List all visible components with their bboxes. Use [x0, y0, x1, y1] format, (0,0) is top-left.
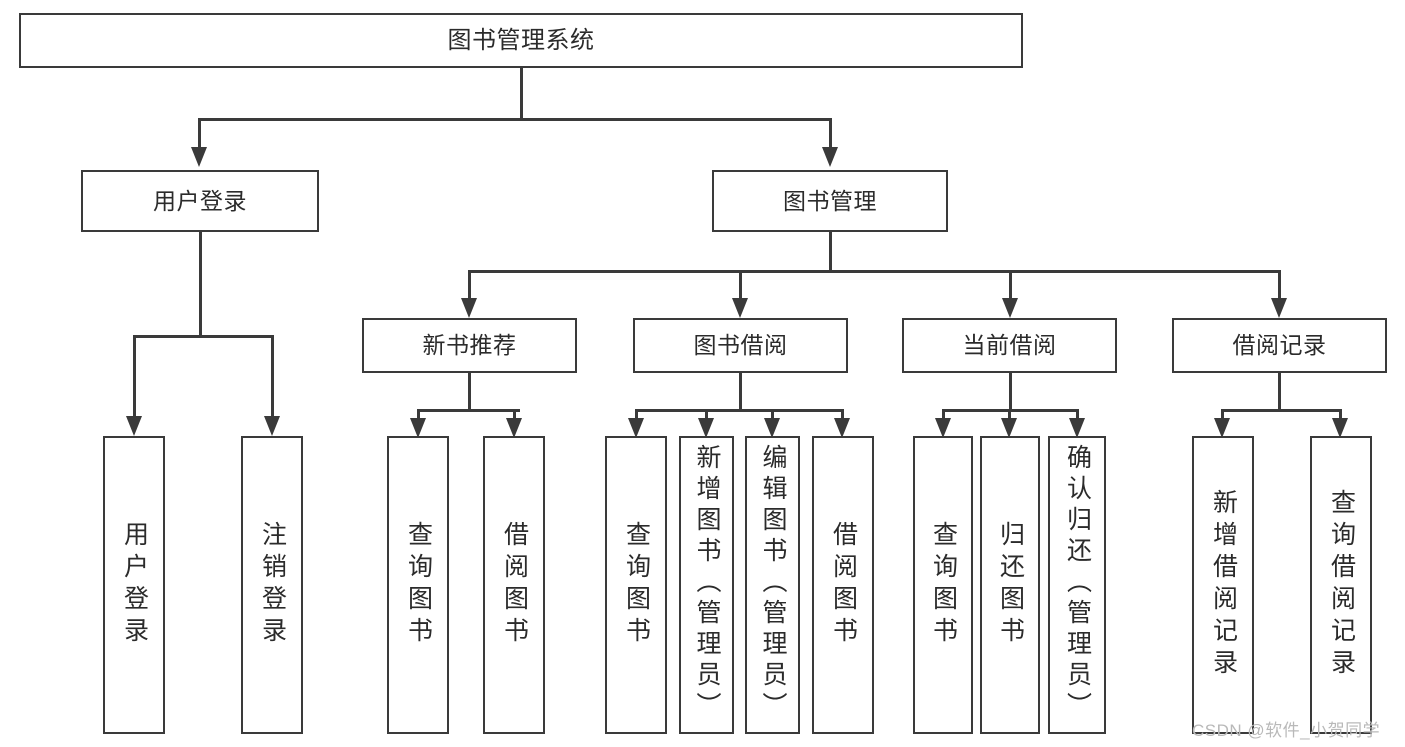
- node-leaf-add-book[interactable]: 新增图书（管理员）: [679, 436, 734, 734]
- connector-bb-stem: [739, 373, 742, 411]
- connector-book-management-bar: [468, 270, 1280, 273]
- arrow-to-leaf-return-book: [1001, 418, 1017, 438]
- connector-nbr-stem: [468, 373, 471, 411]
- node-leaf-query-book-1-label: 查询图书: [404, 521, 433, 649]
- arrow-to-leaf-user-login: [126, 416, 142, 436]
- connector-root-right-drop: [829, 118, 832, 148]
- arrow-to-current-borrow: [1002, 298, 1018, 318]
- node-leaf-add-record[interactable]: 新增借阅记录: [1192, 436, 1254, 734]
- connector-cb-stem: [1009, 373, 1012, 411]
- connector-book-management-stem: [829, 232, 832, 272]
- node-leaf-query-book-3[interactable]: 查询图书: [913, 436, 973, 734]
- node-leaf-user-logout[interactable]: 注销登录: [241, 436, 303, 734]
- node-leaf-confirm-return[interactable]: 确认归还（管理员）: [1048, 436, 1106, 734]
- node-leaf-return-book[interactable]: 归还图书: [980, 436, 1040, 734]
- node-leaf-borrow-book-2[interactable]: 借阅图书: [812, 436, 874, 734]
- connector-bm-drop-1: [468, 270, 471, 300]
- csdn-watermark: CSDN @软件_小贺同学: [1192, 721, 1381, 740]
- connector-nbr-bar: [417, 409, 520, 412]
- node-current-borrow[interactable]: 当前借阅: [902, 318, 1117, 373]
- arrow-to-user-login: [191, 147, 207, 167]
- arrow-to-leaf-add-record: [1214, 418, 1230, 438]
- node-leaf-edit-book-label: 编辑图书（管理员）: [759, 444, 787, 723]
- connector-root-bar: [198, 118, 832, 121]
- node-leaf-query-record-label: 查询借阅记录: [1327, 489, 1356, 681]
- node-leaf-borrow-book-1[interactable]: 借阅图书: [483, 436, 545, 734]
- node-leaf-query-book-3-label: 查询图书: [929, 521, 958, 649]
- connector-bm-drop-2: [739, 270, 742, 300]
- connector-bb-drop-2: [705, 409, 708, 421]
- arrow-to-leaf-add-book: [698, 418, 714, 438]
- node-current-borrow-label: 当前借阅: [962, 332, 1057, 359]
- node-book-management[interactable]: 图书管理: [712, 170, 948, 232]
- connector-bb-drop-3: [771, 409, 774, 421]
- node-leaf-query-book-2[interactable]: 查询图书: [605, 436, 667, 734]
- node-leaf-query-book-2-label: 查询图书: [622, 521, 651, 649]
- connector-root-left-drop: [198, 118, 201, 148]
- connector-br-bar: [1221, 409, 1341, 412]
- node-book-borrow[interactable]: 图书借阅: [633, 318, 848, 373]
- connector-user-login-stem: [199, 232, 202, 337]
- node-leaf-add-book-label: 新增图书（管理员）: [693, 444, 721, 723]
- node-book-borrow-label: 图书借阅: [693, 332, 788, 359]
- node-root[interactable]: 图书管理系统: [19, 13, 1023, 68]
- node-user-login-label: 用户登录: [153, 187, 247, 214]
- connector-cb-drop-1: [942, 409, 945, 421]
- node-leaf-add-record-label: 新增借阅记录: [1209, 489, 1238, 681]
- node-leaf-borrow-book-1-label: 借阅图书: [500, 521, 529, 649]
- connector-bb-drop-4: [841, 409, 844, 421]
- connector-user-login-bar: [133, 335, 273, 338]
- connector-nbr-drop-1: [417, 409, 420, 421]
- connector-br-drop-1: [1221, 409, 1224, 421]
- node-leaf-user-login-label: 用户登录: [120, 521, 149, 649]
- node-new-book-recommend[interactable]: 新书推荐: [362, 318, 577, 373]
- node-leaf-query-book-1[interactable]: 查询图书: [387, 436, 449, 734]
- arrow-to-leaf-query-book-1: [410, 418, 426, 438]
- arrow-to-leaf-query-book-2: [628, 418, 644, 438]
- node-book-management-label: 图书管理: [783, 187, 877, 214]
- arrow-to-leaf-user-logout: [264, 416, 280, 436]
- connector-bb-bar: [635, 409, 843, 412]
- arrow-to-borrow-record: [1271, 298, 1287, 318]
- node-leaf-user-logout-label: 注销登录: [258, 521, 287, 649]
- node-leaf-borrow-book-2-label: 借阅图书: [829, 521, 858, 649]
- arrow-to-leaf-borrow-book-1: [506, 418, 522, 438]
- node-leaf-confirm-return-label: 确认归还（管理员）: [1063, 444, 1092, 723]
- connector-bm-drop-3: [1009, 270, 1012, 300]
- arrow-to-leaf-confirm-return: [1069, 418, 1085, 438]
- arrow-to-book-borrow: [732, 298, 748, 318]
- arrow-to-new-book-recommend: [461, 298, 477, 318]
- node-borrow-record-label: 借阅记录: [1232, 332, 1327, 359]
- connector-bb-drop-1: [635, 409, 638, 421]
- connector-user-login-drop-2: [271, 335, 274, 417]
- node-leaf-query-record[interactable]: 查询借阅记录: [1310, 436, 1372, 734]
- node-new-book-recommend-label: 新书推荐: [422, 332, 517, 359]
- node-leaf-user-login[interactable]: 用户登录: [103, 436, 165, 734]
- connector-user-login-drop-1: [133, 335, 136, 417]
- connector-bm-drop-4: [1278, 270, 1281, 300]
- node-borrow-record[interactable]: 借阅记录: [1172, 318, 1387, 373]
- connector-cb-drop-3: [1076, 409, 1079, 421]
- node-leaf-edit-book[interactable]: 编辑图书（管理员）: [745, 436, 800, 734]
- connector-br-stem: [1278, 373, 1281, 411]
- connector-cb-drop-2: [1008, 409, 1011, 421]
- arrow-to-book-management: [822, 147, 838, 167]
- arrow-to-leaf-edit-book: [764, 418, 780, 438]
- arrow-to-leaf-borrow-book-2: [834, 418, 850, 438]
- connector-nbr-drop-2: [513, 409, 516, 421]
- connector-root-stem: [520, 68, 523, 120]
- node-leaf-return-book-label: 归还图书: [996, 521, 1025, 649]
- arrow-to-leaf-query-record: [1332, 418, 1348, 438]
- connector-br-drop-2: [1339, 409, 1342, 421]
- node-user-login[interactable]: 用户登录: [81, 170, 319, 232]
- node-root-label: 图书管理系统: [447, 26, 595, 54]
- arrow-to-leaf-query-book-3: [935, 418, 951, 438]
